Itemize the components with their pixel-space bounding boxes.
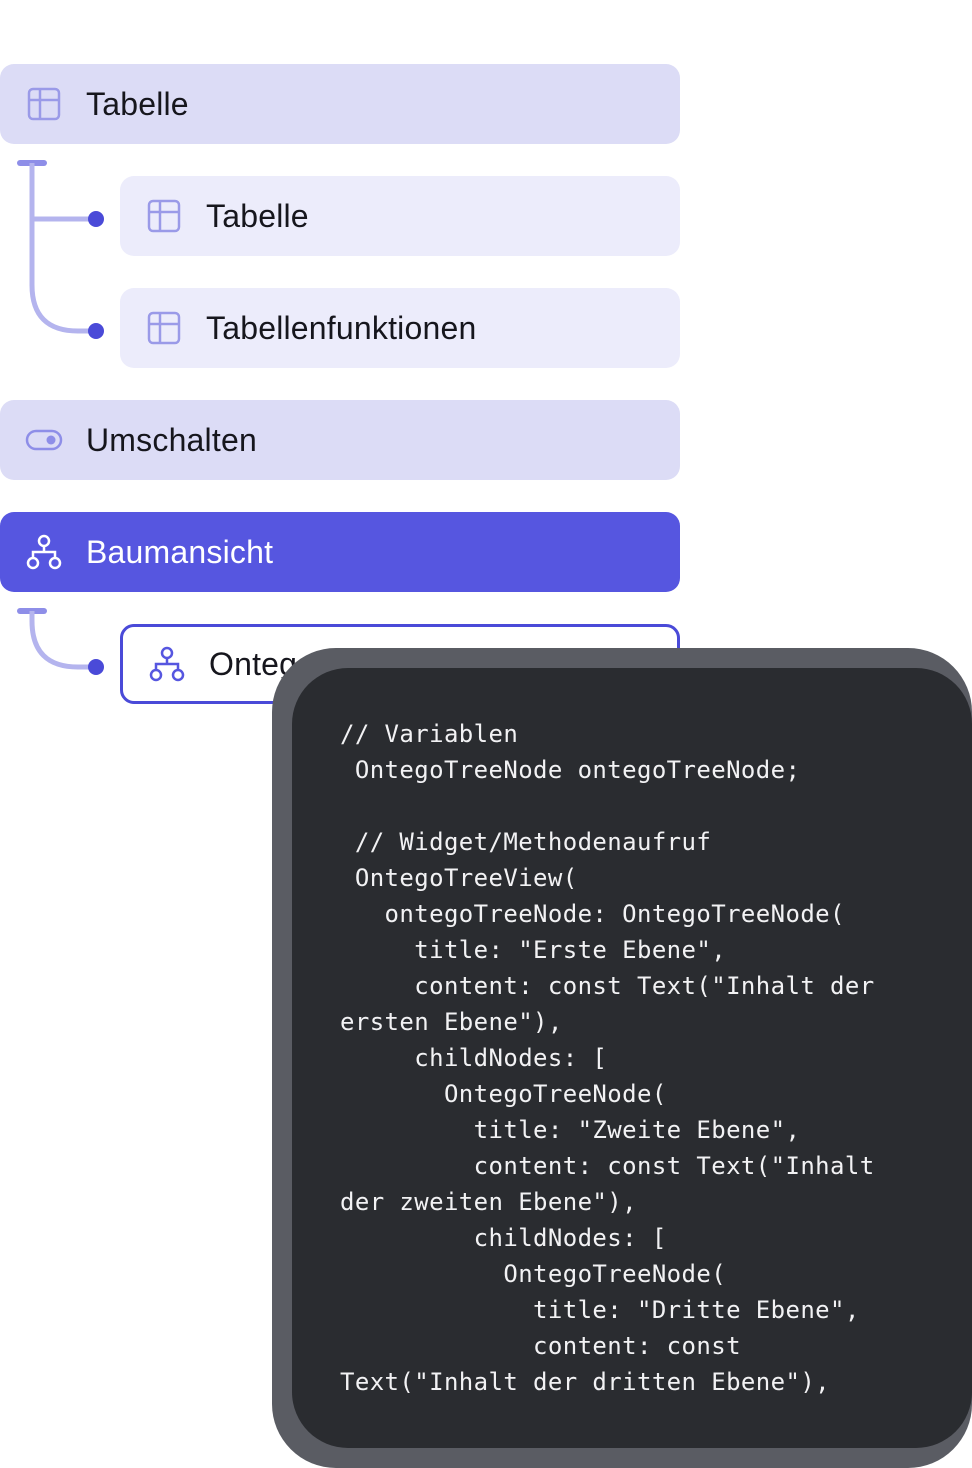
tree-item-label: Umschalten	[86, 421, 257, 458]
tree-item-label: Tabelle	[86, 85, 189, 122]
table-icon	[144, 308, 184, 348]
tree-item-label: Baumansicht	[86, 533, 274, 570]
tree-item-tabelle[interactable]: Tabelle	[0, 64, 680, 144]
tree-icon	[24, 532, 64, 572]
tree-child-item-tabellenfunktionen[interactable]: Tabellenfunktionen	[120, 288, 680, 368]
table-icon	[144, 196, 184, 236]
toggle-icon	[24, 420, 64, 460]
code-panel: // Variablen OntegoTreeNode ontegoTreeNo…	[292, 668, 972, 1448]
tree-icon	[147, 644, 187, 684]
tree-child-item-tabelle[interactable]: Tabelle	[120, 176, 680, 256]
tree-item-baumansicht[interactable]: Baumansicht	[0, 512, 680, 592]
tree-item-umschalten[interactable]: Umschalten	[0, 400, 680, 480]
tree-connector-lines	[17, 160, 104, 675]
tree-item-label: Tabelle	[206, 197, 309, 234]
connector-group-tabelle	[17, 160, 104, 339]
tree-item-label: Tabellenfunktionen	[206, 309, 477, 346]
connector-group-baumansicht	[17, 608, 104, 675]
table-icon	[24, 84, 64, 124]
code-snippet: // Variablen OntegoTreeNode ontegoTreeNo…	[340, 720, 875, 1396]
